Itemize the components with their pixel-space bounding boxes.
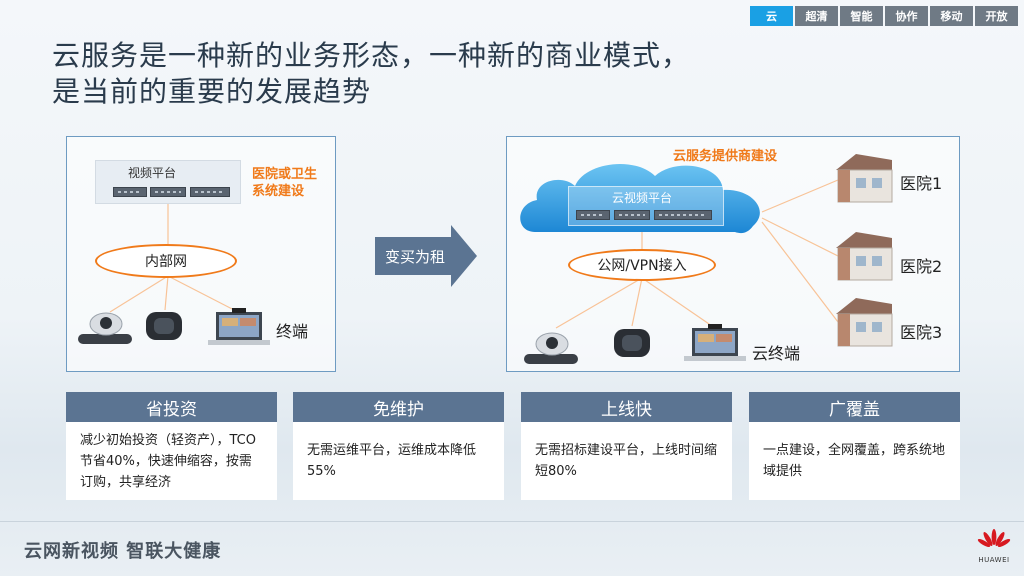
card-body-wide-coverage: 一点建设，全网覆盖，跨系统地域提供: [749, 422, 960, 500]
camera-unit-icon: [614, 329, 650, 357]
brand-label: HUAWEI: [978, 556, 1010, 564]
huawei-logo-icon: [977, 529, 1011, 547]
server-icon: [190, 187, 230, 197]
tab-cloud[interactable]: 云: [750, 6, 793, 26]
title-line-1: 云服务是一种新的业务形态，一种新的商业模式，: [52, 39, 691, 72]
card-header-maintenance-free: 免维护: [293, 392, 504, 422]
right-builder-label: 云服务提供商建设: [673, 149, 778, 164]
hospital-building-icon: [836, 154, 893, 203]
hospital-1-label: 医院1: [900, 174, 943, 193]
server-icon: [654, 210, 712, 220]
terminal-label: 终端: [276, 322, 309, 341]
video-camera-icon: [78, 312, 132, 344]
server-icon: [113, 187, 147, 197]
cloud-platform-label: 云视频平台: [612, 191, 673, 205]
camera-unit-icon: [146, 312, 182, 340]
left-builder-label: 医院或卫生 系统建设: [252, 167, 318, 199]
hospital-2-label: 医院2: [900, 257, 943, 276]
card-header-fast-launch: 上线快: [521, 392, 732, 422]
top-tab-bar: 云 超清 智能 协作 移动 开放: [750, 6, 1018, 26]
tab-mobile[interactable]: 移动: [930, 6, 973, 26]
footer-divider: [0, 521, 1024, 522]
card-header-save-investment: 省投资: [66, 392, 277, 422]
server-icon: [150, 187, 186, 197]
server-icon: [576, 210, 610, 220]
tab-collab[interactable]: 协作: [885, 6, 928, 26]
internal-network-label: 内部网: [145, 254, 187, 270]
laptop-icon: [684, 324, 746, 361]
video-platform-label: 视频平台: [128, 166, 177, 180]
public-vpn-ellipse: 公网/VPN接入: [568, 249, 716, 281]
laptop-icon: [208, 308, 270, 345]
hospital-building-icon: [836, 298, 893, 347]
tab-hd[interactable]: 超清: [795, 6, 838, 26]
card-body-maintenance-free: 无需运维平台，运维成本降低55%: [293, 422, 504, 500]
transition-arrow-icon: [375, 225, 477, 287]
tab-open[interactable]: 开放: [975, 6, 1018, 26]
card-body-save-investment: 减少初始投资（轻资产），TCO节省40%，快速伸缩容，按需订购，共享经济: [66, 422, 277, 500]
title-line-2: 是当前的重要的发展趋势: [52, 75, 372, 108]
card-body-fast-launch: 无需招标建设平台，上线时间缩短80%: [521, 422, 732, 500]
hospital-building-icon: [836, 232, 893, 281]
tab-smart[interactable]: 智能: [840, 6, 883, 26]
cloud-terminal-label: 云终端: [752, 344, 801, 363]
arrow-label: 变买为租: [385, 248, 446, 266]
hospital-3-label: 医院3: [900, 323, 943, 342]
internal-network-ellipse: 内部网: [95, 244, 237, 278]
public-vpn-label: 公网/VPN接入: [597, 258, 687, 274]
footer-slogan: 云网新视频 智联大健康: [24, 541, 222, 562]
page-title: 云服务是一种新的业务形态，一种新的商业模式， 是当前的重要的发展趋势: [52, 38, 690, 110]
card-header-wide-coverage: 广覆盖: [749, 392, 960, 422]
video-camera-icon: [524, 332, 578, 364]
server-icon: [614, 210, 650, 220]
